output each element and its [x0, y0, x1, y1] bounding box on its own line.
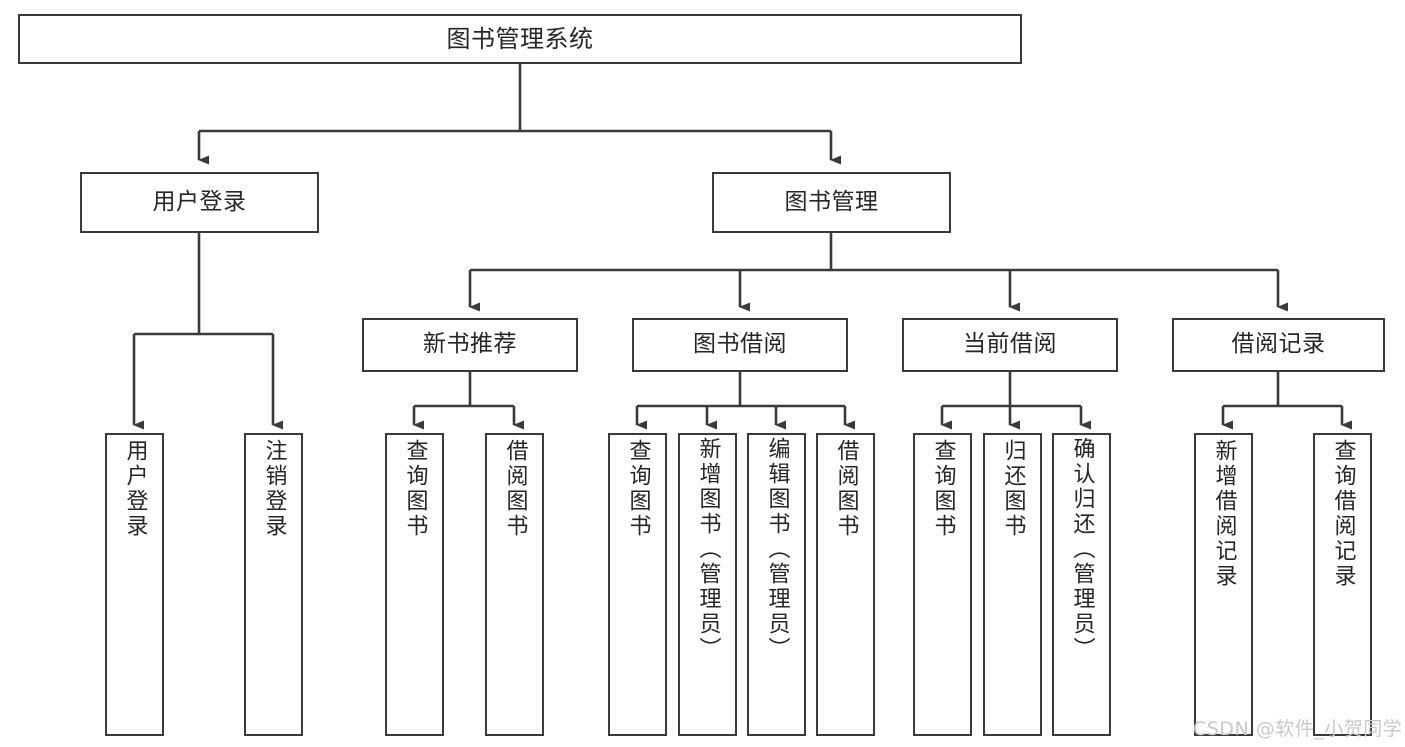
- node-user-login-label: 用户登录: [152, 188, 247, 215]
- leaf-query-book-borrow[interactable]: 查询图书: [608, 433, 667, 736]
- node-user-login[interactable]: 用户登录: [80, 172, 319, 233]
- leaf-borrow-book-recommend[interactable]: 借阅图书: [485, 433, 544, 736]
- leaf-add-borrow-record[interactable]: 新增借阅记录: [1194, 433, 1253, 736]
- leaf-query-book-borrow-label: 查询图书: [625, 439, 651, 539]
- leaf-add-book-admin[interactable]: 新增图书（管理员）: [678, 433, 737, 736]
- node-root[interactable]: 图书管理系统: [18, 14, 1022, 64]
- node-new-book-recommend-label: 新书推荐: [423, 331, 517, 358]
- node-current-borrow[interactable]: 当前借阅: [902, 318, 1118, 372]
- leaf-edit-book-admin-label: 编辑图书（管理员）: [764, 437, 790, 662]
- leaf-borrow-book[interactable]: 借阅图书: [816, 433, 875, 736]
- leaf-user-login[interactable]: 用户登录: [105, 433, 164, 736]
- leaf-add-book-admin-label: 新增图书（管理员）: [695, 437, 721, 662]
- leaf-logout-label: 注销登录: [261, 439, 287, 539]
- node-new-book-recommend[interactable]: 新书推荐: [362, 318, 578, 372]
- leaf-return-book[interactable]: 归还图书: [983, 433, 1042, 736]
- node-book-borrow[interactable]: 图书借阅: [632, 318, 848, 372]
- node-borrow-record[interactable]: 借阅记录: [1172, 318, 1385, 372]
- leaf-query-book-current-label: 查询图书: [930, 439, 956, 539]
- leaf-add-borrow-record-label: 新增借阅记录: [1211, 439, 1237, 589]
- node-current-borrow-label: 当前借阅: [963, 331, 1057, 358]
- leaf-query-book-current[interactable]: 查询图书: [913, 433, 972, 736]
- leaf-query-book-recommend-label: 查询图书: [402, 439, 428, 539]
- leaf-borrow-book-recommend-label: 借阅图书: [502, 439, 528, 539]
- leaf-logout[interactable]: 注销登录: [244, 433, 303, 736]
- leaf-confirm-return-admin[interactable]: 确认归还（管理员）: [1052, 433, 1111, 736]
- leaf-query-borrow-record[interactable]: 查询借阅记录: [1313, 433, 1372, 736]
- leaf-user-login-label: 用户登录: [122, 439, 148, 539]
- leaf-borrow-book-label: 借阅图书: [833, 439, 859, 539]
- leaf-query-book-recommend[interactable]: 查询图书: [385, 433, 444, 736]
- node-book-management-label: 图书管理: [784, 188, 879, 215]
- node-borrow-record-label: 借阅记录: [1231, 331, 1326, 358]
- leaf-edit-book-admin[interactable]: 编辑图书（管理员）: [747, 433, 806, 736]
- node-book-management[interactable]: 图书管理: [712, 172, 951, 233]
- leaf-return-book-label: 归还图书: [1000, 439, 1026, 539]
- leaf-query-borrow-record-label: 查询借阅记录: [1330, 439, 1356, 589]
- node-book-borrow-label: 图书借阅: [693, 331, 787, 358]
- node-root-label: 图书管理系统: [446, 24, 594, 53]
- csdn-watermark: CSDN @软件_小贺同学: [1193, 718, 1403, 740]
- leaf-confirm-return-admin-label: 确认归还（管理员）: [1069, 437, 1095, 662]
